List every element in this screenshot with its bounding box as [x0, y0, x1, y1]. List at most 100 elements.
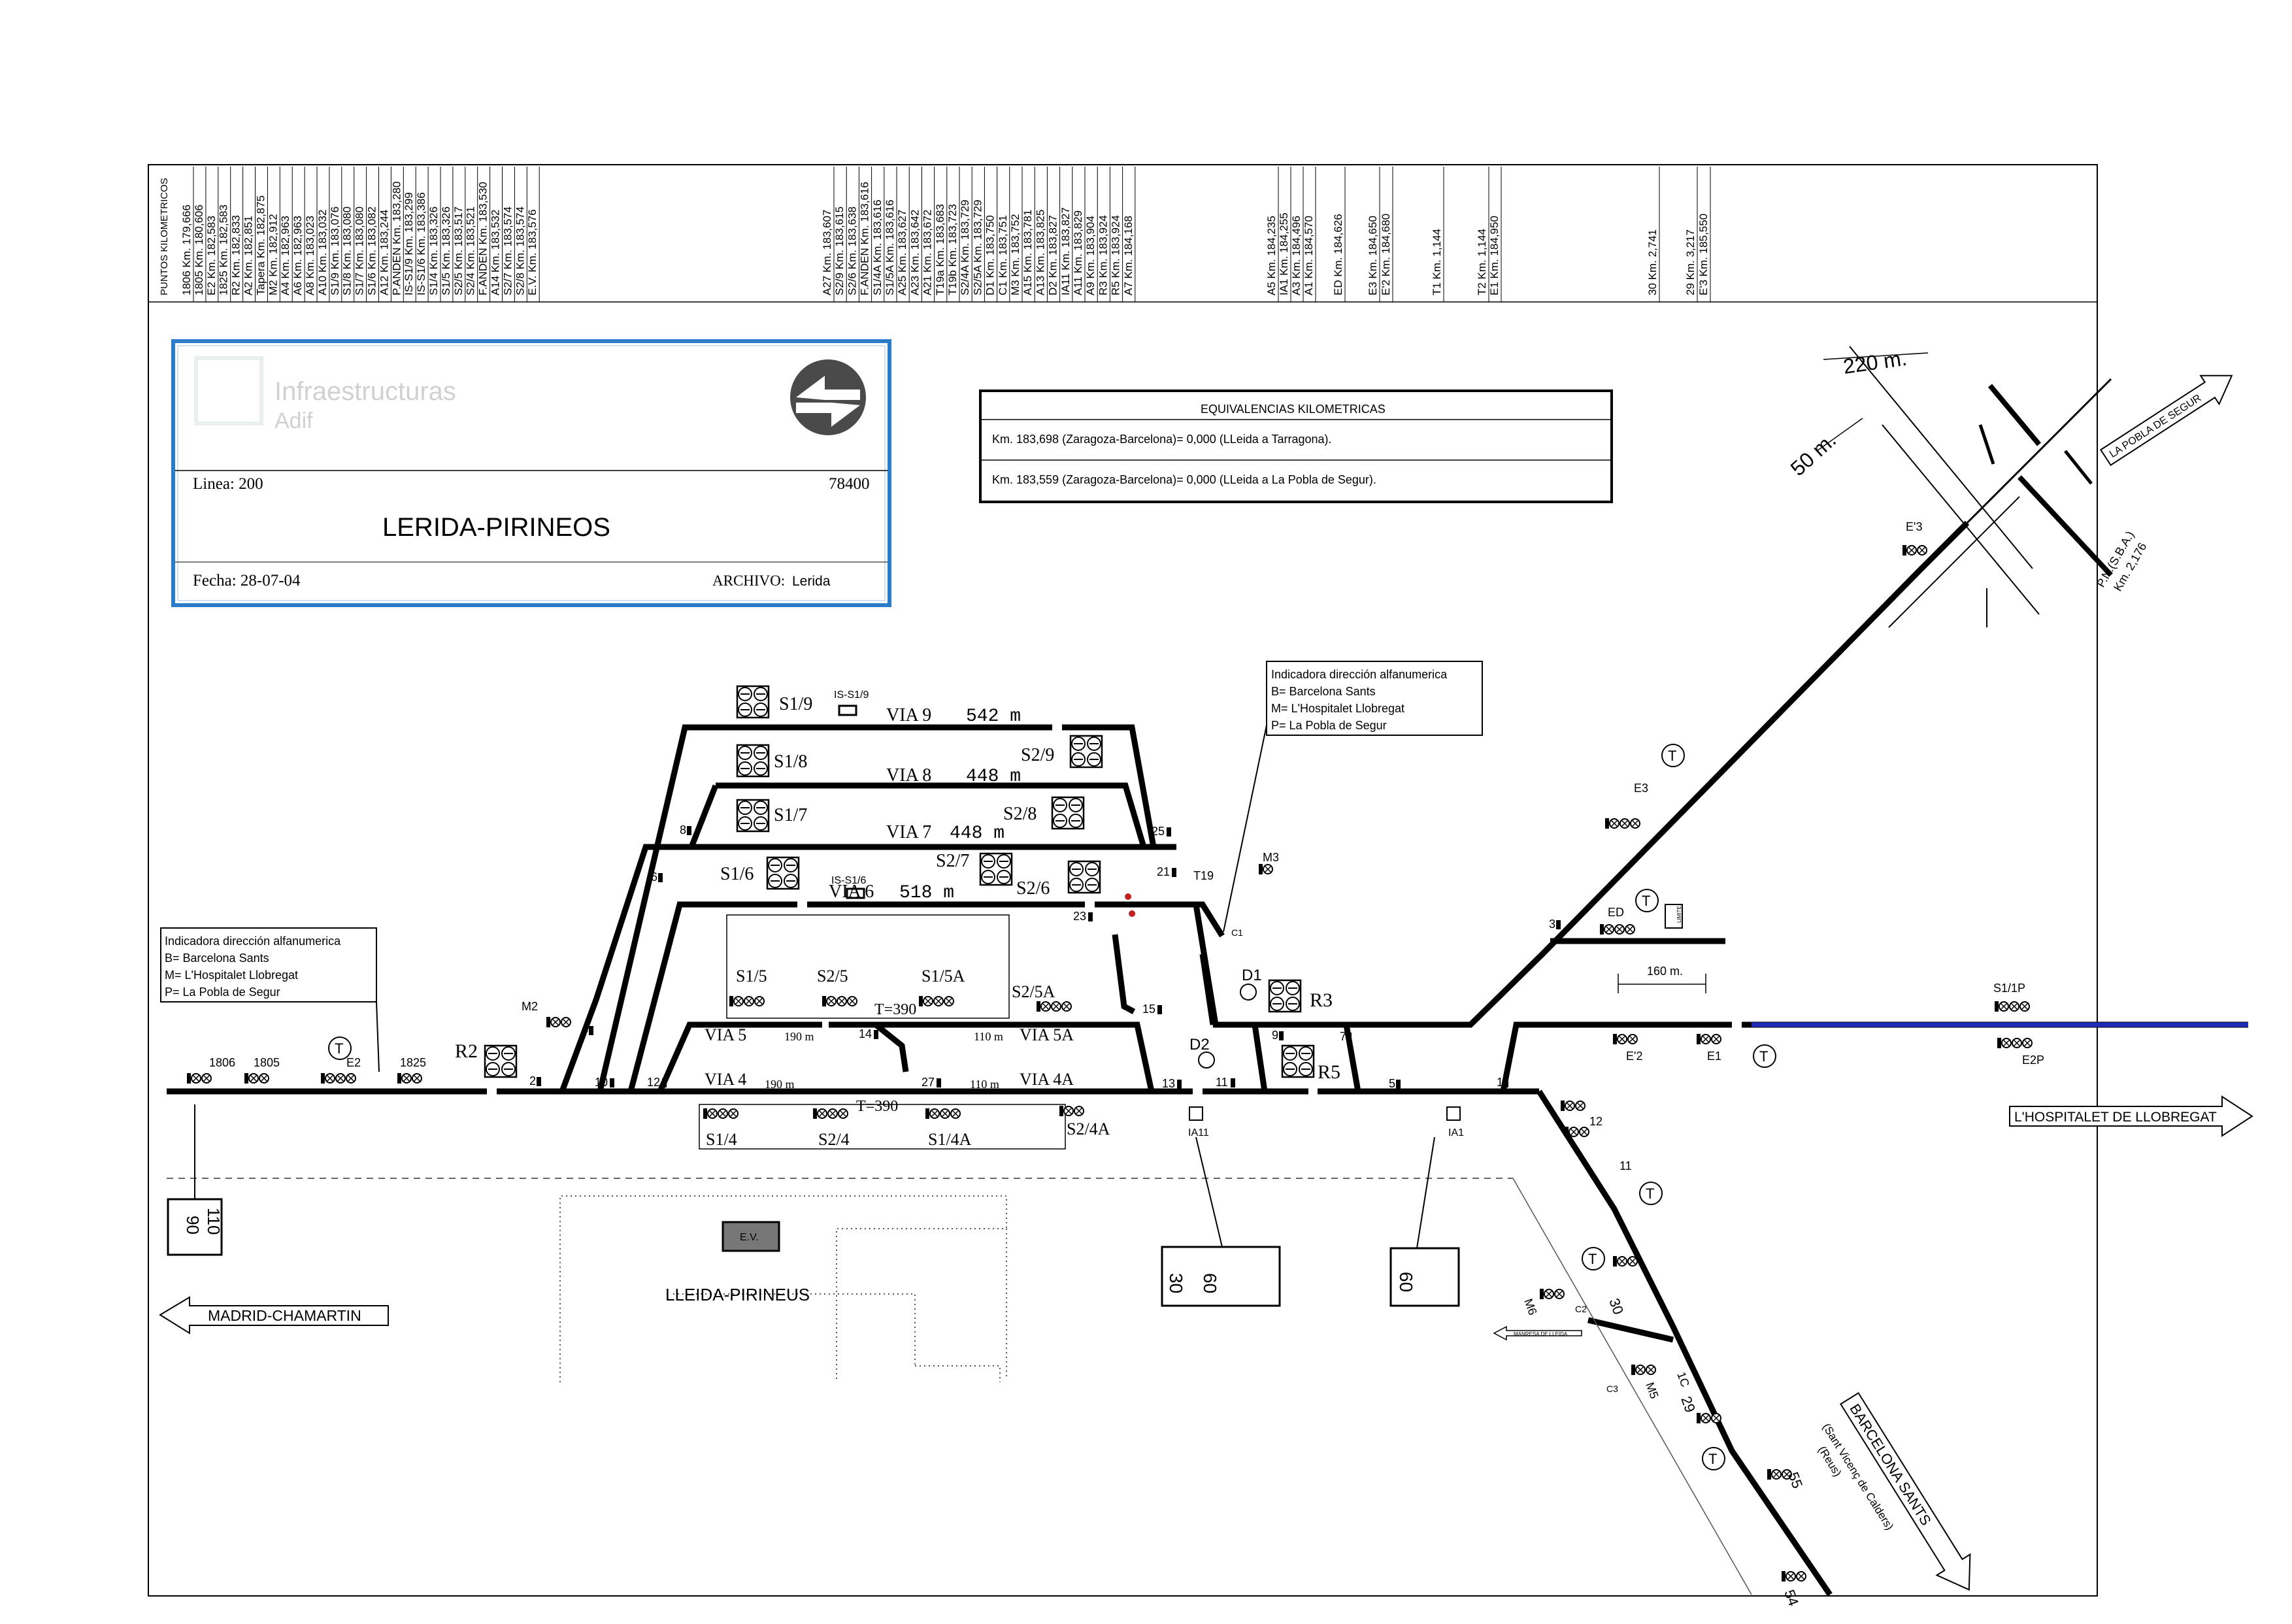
signal-post	[703, 1108, 707, 1119]
t-marker-circle	[1582, 1247, 1605, 1270]
signal-ed-icon	[1600, 924, 1635, 935]
1c-label: 1C	[1674, 1370, 1692, 1389]
signal-lamp-cross	[2000, 1003, 2008, 1010]
km-entry: A8 Km. 183,023	[304, 216, 316, 295]
signal-m3-icon	[1259, 864, 1273, 874]
signal-s1-1p-icon	[1995, 1001, 2030, 1012]
signal-r3-icon	[1268, 979, 1302, 1013]
signal-lamp-cross	[708, 1110, 716, 1118]
t-marker-circle	[1661, 744, 1685, 767]
signal-55-icon	[1767, 1469, 1792, 1480]
signal-lamp-cross	[192, 1074, 200, 1082]
right-link	[1127, 520, 1970, 1028]
s2-8-label: S2/8	[1003, 804, 1037, 824]
speed-board-mid: 30 60	[1161, 1136, 1281, 1307]
signal-post	[729, 996, 733, 1006]
limite-label: LIMITE	[1676, 906, 1682, 923]
gate-2	[2018, 475, 2113, 577]
switch-mark-15	[1157, 1005, 1162, 1014]
signal-r5-icon	[1281, 1044, 1315, 1078]
signal-post	[1997, 1038, 2001, 1048]
signal-e1-icon	[1697, 1034, 1721, 1044]
speed-board-left-value-1: 110	[204, 1208, 224, 1235]
s2-4-label: S2/4	[818, 1130, 850, 1149]
t-marker-circle	[328, 1036, 352, 1060]
station-building	[722, 1221, 780, 1252]
t390-upper: T=390	[874, 1001, 916, 1018]
km-entry: S1/4A Km. 183,616	[871, 200, 884, 296]
s1-7-label: S1/7	[774, 805, 807, 825]
signal-lamp-cross	[1052, 1003, 1060, 1010]
s1-4-label: S1/4	[706, 1130, 737, 1149]
via-8-length: 448 m	[966, 767, 1021, 787]
s2-6-label: S2/6	[1016, 878, 1050, 899]
signal-post	[1600, 924, 1604, 935]
fecha-label: Fecha: 28-07-04	[193, 572, 301, 589]
km-entry: F.ANDEN Km. 183,616	[859, 182, 871, 295]
km-entry: D2 Km. 183,827	[1047, 215, 1059, 295]
km-entry: 1825 Km. 182,583	[218, 205, 230, 295]
signal-s2-9-icon	[1069, 735, 1103, 769]
indicadora-title-right: Indicadora dirección alfanumerica	[1271, 668, 1448, 681]
signal-post	[397, 1073, 401, 1084]
switch-number-2: 2	[529, 1074, 536, 1087]
signal-s2-8-icon	[1051, 796, 1085, 830]
ia1-marker-icon	[1446, 1106, 1461, 1121]
sig-11-label: 11	[1619, 1159, 1632, 1172]
signal-s1-5a-icon	[919, 996, 954, 1006]
signal-e2p-icon	[1613, 1034, 1638, 1044]
signal-s2-7-icon	[979, 852, 1013, 886]
signal-lamp-cross	[1918, 546, 1926, 554]
r5-label: R5	[1318, 1061, 1340, 1083]
signal-m5-icon	[1631, 1365, 1656, 1375]
signal-lamp-cross	[326, 1074, 334, 1082]
signal-post	[1613, 1034, 1617, 1044]
km-entry: S2/5 Km. 183,517	[452, 207, 465, 295]
red-marker-dot	[1125, 893, 1131, 900]
km-entry: S1/5 Km. 183,326	[440, 207, 452, 295]
km-entry: Tapera Km. 182,875	[254, 195, 267, 295]
switch-mark-12	[662, 1078, 667, 1087]
e3-label: E3	[1634, 782, 1648, 795]
via-4a-label: VIA 4A	[1020, 1070, 1074, 1089]
d2-stub	[1199, 953, 1216, 1025]
switch-number-23: 23	[1073, 910, 1086, 923]
station-grounds-line-2	[836, 1228, 1007, 1379]
manresa-arrow: MANRESA DE LLEIDA	[1493, 1325, 1582, 1341]
km-entry: 30 Km. 2,741	[1646, 229, 1659, 295]
crossover-15	[1112, 934, 1136, 1014]
via-9-label: VIA 9	[886, 705, 931, 725]
km-entry: R5 Km. 183,924	[1110, 215, 1122, 295]
km-entry: A25 Km. 183,627	[896, 210, 908, 295]
t-marker-letter: T	[1642, 893, 1650, 909]
s1805-label: 1805	[254, 1056, 280, 1069]
gate-4	[2064, 450, 2093, 485]
company-logo-block	[194, 356, 263, 425]
switch-mark-5	[1396, 1080, 1401, 1089]
km-entry: S2/7 Km. 183,574	[501, 207, 514, 295]
km-entry: M2 Km. 182,912	[267, 214, 279, 295]
e2p-label: E'2	[1626, 1050, 1642, 1063]
signal-lamp-cross	[2021, 1003, 2029, 1010]
linea-label: Linea: 200	[193, 475, 263, 493]
km-entry: A15 Km. 183,781	[1021, 210, 1034, 295]
km-entry: E.V. Km. 183,576	[526, 209, 539, 295]
indicadora-leader-right	[1223, 725, 1267, 933]
signal-lamp-cross	[745, 997, 753, 1005]
hospitalet-arrow-shape	[2009, 1095, 2253, 1137]
signal-lamp-cross	[1616, 925, 1623, 933]
switch-mark-6	[658, 873, 663, 882]
company-logo-line2: Adif	[274, 408, 313, 433]
signal-post	[546, 1017, 550, 1027]
signal-lamp-cross	[203, 1074, 210, 1082]
signal-lamp-cross	[1712, 1414, 1720, 1422]
signal-lamp-cross	[2002, 1039, 2010, 1047]
sig-30-t-icon: T	[1582, 1247, 1605, 1270]
signal-post	[244, 1073, 248, 1084]
signal-lamp-cross	[562, 1018, 570, 1026]
signal-1806-icon	[187, 1073, 212, 1084]
signal-lamp-cross	[552, 1018, 559, 1026]
signal-lamp-cross	[818, 1110, 826, 1118]
switch-number-1: 1	[1497, 1076, 1503, 1089]
speed-board-left-value-2: 90	[183, 1216, 203, 1235]
